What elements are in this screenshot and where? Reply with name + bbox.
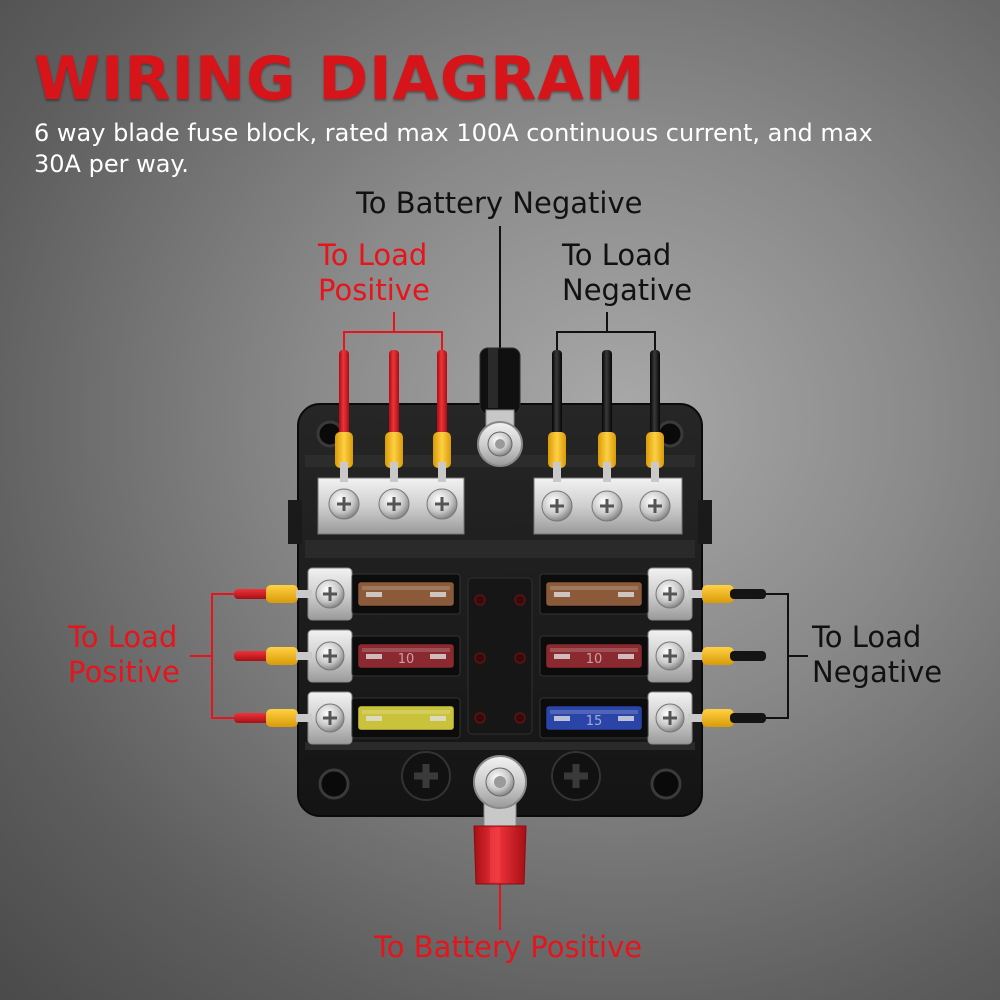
label-line: To Load — [562, 238, 672, 272]
blade-fuse[interactable] — [357, 705, 455, 731]
label-line: Positive — [68, 655, 180, 689]
top-load-positive-wires — [328, 350, 458, 520]
label-line: To Load — [68, 620, 178, 654]
left-terminal-posts — [307, 567, 353, 745]
label-line: To Load — [318, 238, 428, 272]
red-wire — [328, 350, 360, 520]
blade-fuse[interactable]: 10 — [357, 643, 455, 669]
black-wire — [688, 647, 766, 665]
red-wire — [426, 350, 458, 520]
left-load-positive-wires — [234, 585, 312, 727]
label-top-load-positive: To Load Positive — [318, 238, 430, 308]
label-battery-positive: To Battery Positive — [374, 930, 643, 964]
blade-fuse[interactable]: 15 — [545, 705, 643, 731]
blade-fuse[interactable]: 10 — [545, 643, 643, 669]
red-wire — [378, 350, 410, 520]
indicator-led-panel — [467, 577, 533, 735]
top-load-negative-wires — [541, 350, 671, 522]
page-subtitle: 6 way blade fuse block, rated max 100A c… — [34, 119, 873, 178]
fuse-rating: 10 — [586, 652, 603, 667]
blade-fuse[interactable] — [357, 581, 455, 607]
black-wire — [639, 350, 671, 522]
blade-fuse[interactable] — [545, 581, 643, 607]
black-wire — [591, 350, 623, 522]
page-title: WIRING DIAGRAM — [34, 44, 646, 114]
label-line: Positive — [318, 273, 430, 307]
label-line: Negative — [812, 655, 943, 689]
red-wire — [234, 709, 312, 727]
fuse-slot: 10 — [351, 635, 461, 677]
fuse-slots: 10 10 15 — [351, 573, 649, 739]
fuse-rating: 10 — [398, 652, 415, 667]
fuse-slot: 10 — [539, 635, 649, 677]
right-terminal-posts — [647, 567, 693, 745]
red-wire — [234, 585, 312, 603]
fuse-slot — [351, 573, 461, 615]
label-line: Negative — [562, 273, 693, 307]
label-left-load-positive: To Load Positive — [68, 620, 180, 690]
label-line: To Load — [812, 620, 922, 654]
cover-clips — [401, 751, 601, 801]
black-wire — [688, 585, 766, 603]
label-right-load-negative: To Load Negative — [812, 620, 942, 690]
fuse-slot — [539, 573, 649, 615]
red-wire — [234, 647, 312, 665]
callout-lines — [190, 226, 808, 930]
fuse-slot — [351, 697, 461, 739]
black-wire — [541, 350, 573, 522]
battery-positive-cable — [473, 755, 527, 885]
black-wire — [688, 709, 766, 727]
fuse-rating: 15 — [586, 714, 603, 729]
battery-negative-cable — [477, 347, 523, 467]
label-battery-negative: To Battery Negative — [356, 186, 643, 220]
fuse-slot: 15 — [539, 697, 649, 739]
label-top-load-negative: To Load Negative — [562, 238, 692, 308]
right-load-negative-wires — [688, 585, 766, 727]
